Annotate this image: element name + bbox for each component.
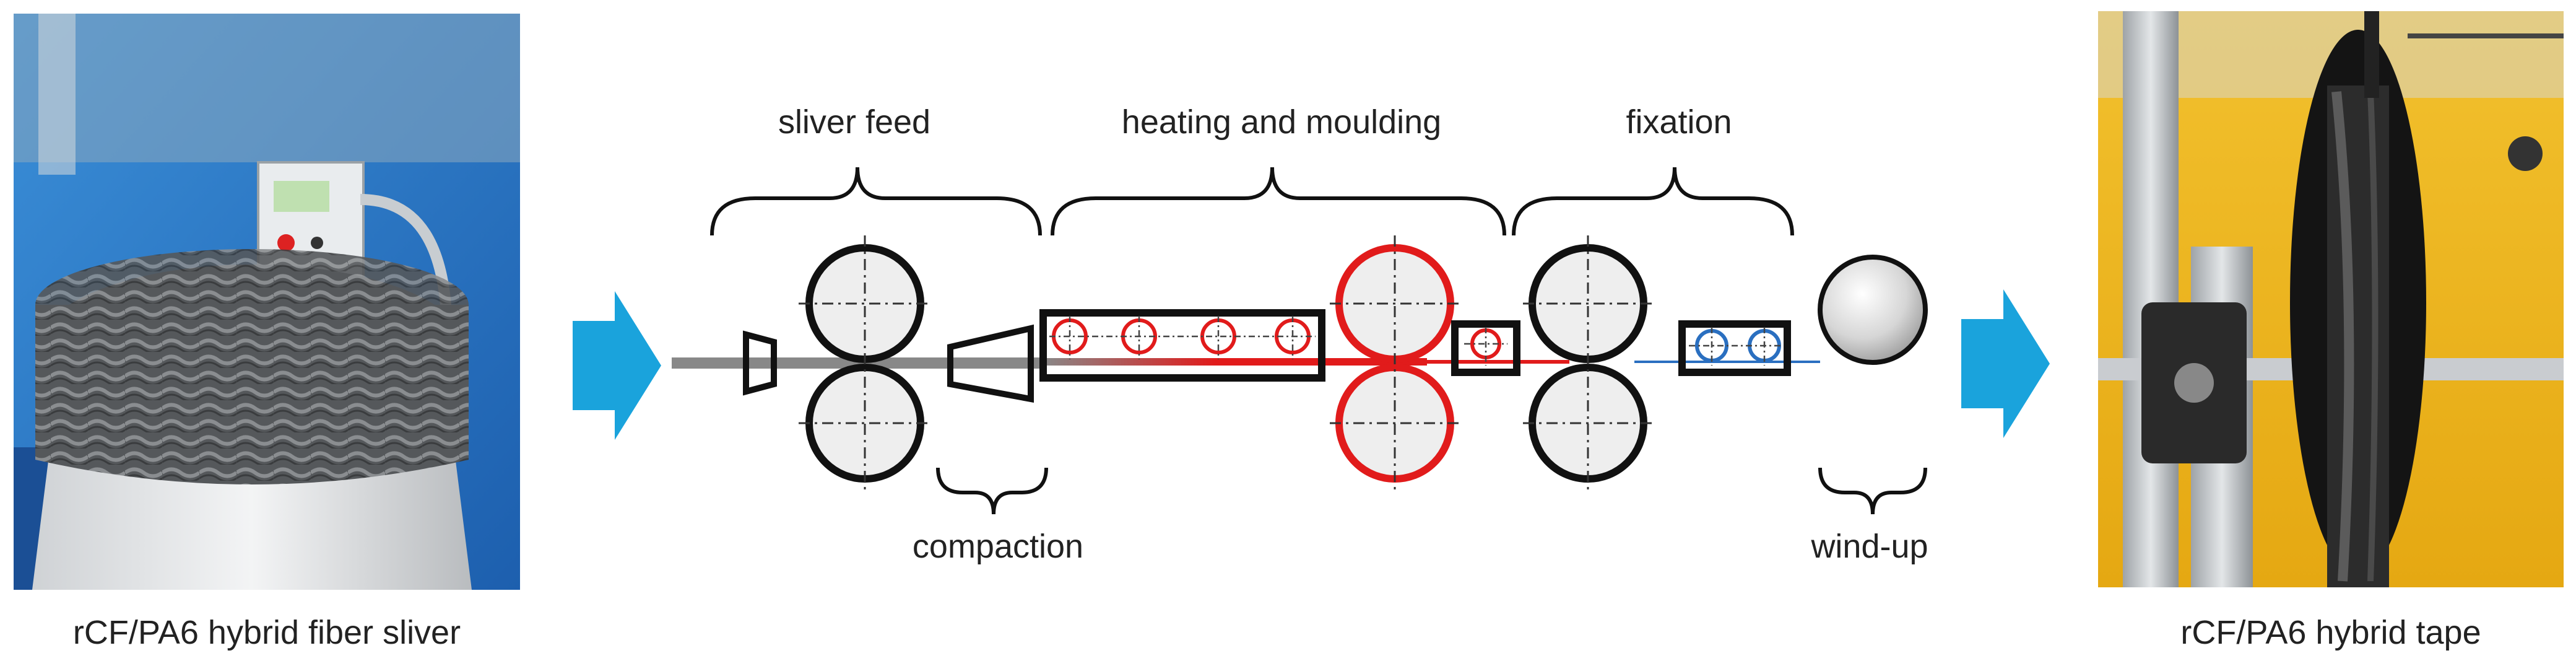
flow-arrow-out-icon	[1961, 289, 2050, 438]
brace-wind-up	[1818, 467, 1927, 515]
label-sliver-feed: sliver feed	[778, 103, 930, 141]
label-wind-up: wind-up	[1810, 528, 1928, 565]
cooling-unit	[1678, 320, 1791, 376]
brace-heating-moulding	[1051, 167, 1506, 236]
moulded-tape	[1427, 360, 1569, 364]
cooled-tape	[1634, 361, 1820, 363]
heating-channel	[1039, 309, 1325, 382]
heated-strand	[1043, 358, 1427, 366]
wind-up-spool	[1818, 255, 1928, 365]
feed-rollers	[799, 235, 932, 489]
hybrid-tape-photo	[2098, 11, 2564, 587]
label-heating-moulding: heating and moulding	[1122, 103, 1441, 141]
brace-compaction	[936, 467, 1048, 515]
caption-hybrid-tape: rCF/PA6 hybrid tape	[2180, 614, 2481, 651]
caption-fiber-sliver: rCF/PA6 hybrid fiber sliver	[72, 614, 461, 651]
moulding-rollers	[1330, 235, 1461, 489]
fixation-rollers	[1523, 235, 1654, 489]
brace-sliver-feed	[710, 167, 1042, 236]
reheat-unit	[1451, 320, 1520, 376]
label-compaction: compaction	[913, 528, 1083, 565]
compaction-funnel	[947, 324, 1034, 403]
label-fixation: fixation	[1626, 103, 1732, 141]
fiber-sliver-photo	[14, 14, 520, 590]
flow-arrow-in-icon	[573, 291, 661, 440]
brace-fixation	[1512, 167, 1794, 236]
funnel-small	[743, 330, 777, 396]
